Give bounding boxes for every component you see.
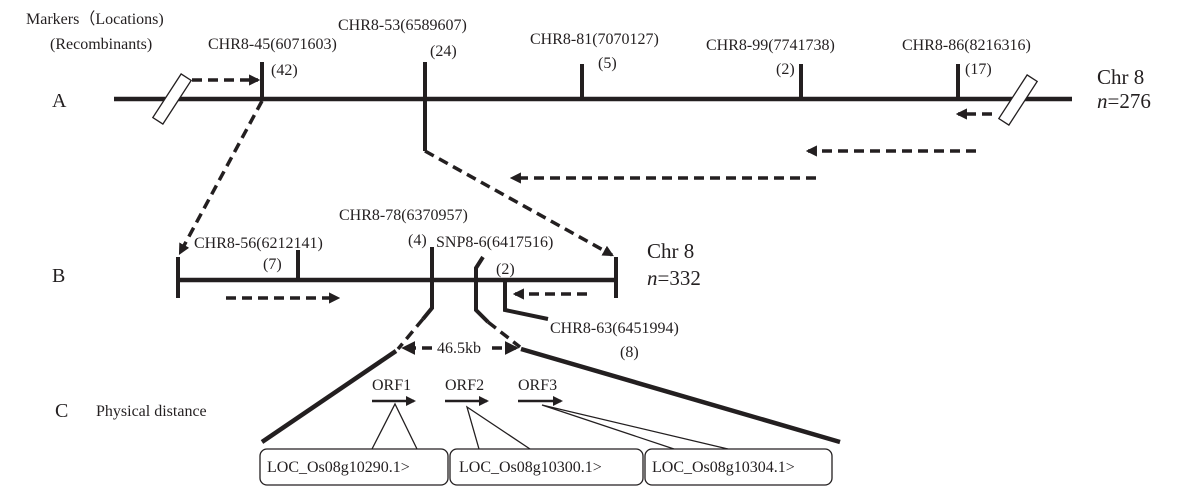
locus-box-2-frame (644, 448, 833, 486)
row-b-chr-label: Chr 8 (647, 239, 694, 263)
locus-box-0[interactable]: LOC_Os08g10290.1> (259, 448, 449, 486)
marker-a-label-4: CHR8-86(8216316) (902, 37, 1031, 54)
row-b-letter: B (52, 265, 65, 287)
marker-b-label-1: CHR8-78(6370957) (339, 207, 468, 224)
chromosome-break-left-icon (151, 73, 193, 125)
row-a-n-symbol: n (1097, 89, 1108, 113)
marker-a-label-0: CHR8-45(6071603) (208, 36, 337, 53)
marker-a-label-3: CHR8-99(7741738) (706, 37, 835, 54)
locus-label-2: LOC_Os08g10304.1> (652, 459, 795, 476)
locus-label-0: LOC_Os08g10290.1> (267, 459, 410, 476)
orf-callout-2 (541, 404, 729, 450)
orf-callout-1 (465, 405, 531, 450)
row-a-sample-size: n=276 (1097, 89, 1151, 113)
row-b-sample-size: n=332 (647, 266, 701, 290)
locus-box-1[interactable]: LOC_Os08g10300.1> (449, 448, 644, 486)
legend-markers-label: Markers（Locations) (26, 10, 164, 28)
physical-map-connector-right (520, 346, 841, 445)
marker-b-count-0: (7) (263, 256, 282, 273)
row-c-letter: C (55, 400, 68, 422)
row-c-title: Physical distance (96, 403, 207, 420)
marker-a-count-0: (42) (271, 62, 298, 79)
row-a-n-value: =276 (1108, 89, 1151, 113)
marker-b-label-2: SNP8-6(6417516) (436, 234, 553, 251)
row-b-n-symbol: n (647, 266, 658, 290)
orf-label-1: ORF2 (445, 377, 484, 394)
marker-b-count-2: (2) (496, 261, 515, 278)
locus-box-2[interactable]: LOC_Os08g10304.1> (644, 448, 833, 486)
marker-b-label-0: CHR8-56(6212141) (194, 235, 323, 252)
marker-a-label-2: CHR8-81(7070127) (530, 31, 659, 48)
zoom-connector-b-c-left-dashed (396, 317, 425, 351)
zoom-connector-a-b-right (424, 149, 614, 257)
chromosome-break-right-icon (997, 74, 1039, 126)
row-a-chr-label: Chr 8 (1097, 65, 1144, 89)
zoom-connector-a-b-left (178, 100, 264, 255)
orf-callout-0 (371, 402, 418, 450)
row-b-n-value: =332 (658, 266, 701, 290)
legend-recombinants-label: (Recombinants) (50, 36, 152, 53)
marker-a-count-2: (5) (598, 55, 617, 72)
marker-b-tick-chr8-78 (421, 247, 434, 321)
marker-b-count-1: (4) (408, 232, 427, 249)
marker-b-tick-chr8-63 (503, 280, 549, 321)
locus-box-1-frame (449, 448, 644, 486)
marker-a-count-3: (2) (776, 61, 795, 78)
marker-b-label-3: CHR8-63(6451994) (550, 320, 679, 337)
marker-a-label-1: CHR8-53(6589607) (338, 17, 467, 34)
row-a-letter: A (52, 90, 67, 112)
physical-map-connector-left (260, 349, 398, 444)
locus-label-1: LOC_Os08g10300.1> (459, 459, 602, 476)
marker-b-tick-snp8-6 (474, 255, 490, 324)
interval-label: 46.5kb (437, 340, 481, 357)
zoom-connector-b-c-right-dashed (486, 320, 522, 349)
marker-a-count-1: (24) (430, 43, 457, 60)
marker-b-count-3: (8) (620, 344, 639, 361)
orf-label-2: ORF3 (518, 377, 557, 394)
orf-label-0: ORF1 (372, 377, 411, 394)
locus-box-0-frame (259, 448, 449, 486)
marker-a-count-4: (17) (965, 61, 992, 78)
